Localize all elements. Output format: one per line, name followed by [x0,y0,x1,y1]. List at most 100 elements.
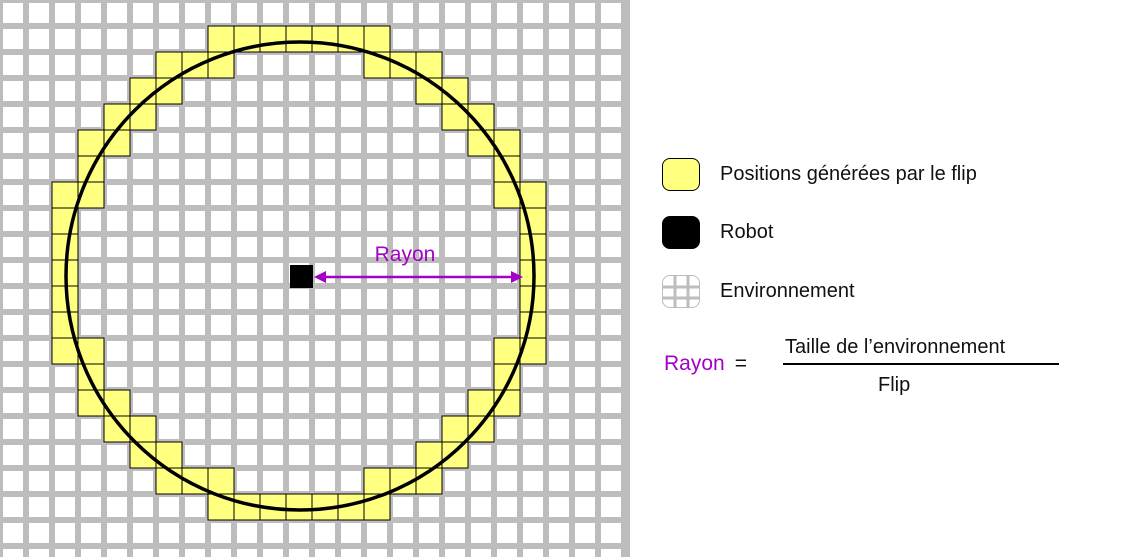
grid-cell [393,497,413,517]
robot-square-icon [662,216,700,249]
grid-cell [601,55,621,75]
grid-cell [29,81,49,101]
grid-cell [81,211,101,231]
grid-cell [159,159,179,179]
grid-cell [393,81,413,101]
grid-cell [367,263,387,283]
grid-cell [81,81,101,101]
robot [290,265,313,288]
grid-cell [523,523,543,543]
grid-cell [185,393,205,413]
grid-cell [55,81,75,101]
grid-cell [185,133,205,153]
grid-cell [419,237,439,257]
grid-cell [81,523,101,543]
grid-cell [445,523,465,543]
grid-cell [107,445,127,465]
grid-cell [55,159,75,179]
grid-cell [445,393,465,413]
grid-cell [315,211,335,231]
grid-cell [81,289,101,309]
grid-cell [575,289,595,309]
grid-cell [367,211,387,231]
grid-cell [289,445,309,465]
grid-cell [289,107,309,127]
grid-cell [393,29,413,49]
grid-cell [29,445,49,465]
grid-cell [185,29,205,49]
grid-cell [575,185,595,205]
grid-cell [445,315,465,335]
grid-cell [211,289,231,309]
flip-position-cell [441,441,469,469]
grid-cell [133,29,153,49]
grid-cell [211,211,231,231]
grid-cell [575,549,595,557]
grid-cell [185,3,205,23]
grid-cell [393,263,413,283]
grid-cell [601,497,621,517]
formula-denominator: Flip [878,374,911,396]
grid-cell [575,471,595,491]
grid-cell [81,3,101,23]
grid-cell [185,341,205,361]
grid-cell [341,341,361,361]
legend-label: Environnement [720,280,855,302]
grid-cell [393,133,413,153]
grid-cell [133,289,153,309]
grid-cell [3,419,23,439]
grid-cell [393,315,413,335]
formula-rayon: Rayon [664,352,725,375]
grid-cell [3,315,23,335]
grid-cell [237,211,257,231]
grid-cell [367,341,387,361]
grid-cell [29,419,49,439]
grid-cell [263,107,283,127]
grid-cell [81,315,101,335]
grid-cell [237,549,257,557]
grid-cell [445,341,465,361]
grid-cell [289,471,309,491]
grid-cell [367,289,387,309]
grid-cell [419,393,439,413]
grid-cell [315,55,335,75]
grid-cell [159,289,179,309]
formula-numerator: Taille de l’environnement [785,336,1006,358]
grid-cell [393,419,413,439]
grid-cell [341,133,361,153]
grid-cell [601,29,621,49]
grid-cell [185,549,205,557]
grid-cell [367,185,387,205]
grid-cell [185,263,205,283]
grid-cell [29,159,49,179]
grid-cell [601,549,621,557]
flip-position-cell [129,441,157,469]
grid-cell [237,107,257,127]
grid-cell [55,523,75,543]
grid-cell [159,393,179,413]
grid-cell [497,445,517,465]
grid-cell [523,159,543,179]
grid-cell [523,419,543,439]
grid-cell [471,497,491,517]
grid-cell [107,341,127,361]
grid-cell [289,159,309,179]
grid-cell [471,367,491,387]
flip-position-cell [493,337,521,365]
grid-cell [419,367,439,387]
flip-position-cell [103,103,131,131]
flip-position-cell [207,467,235,495]
grid-cell [575,497,595,517]
grid-cell [29,107,49,127]
grid-cell [55,497,75,517]
grid-cell [549,419,569,439]
grid-cell [497,211,517,231]
grid-cell [3,549,23,557]
grid-cell [523,367,543,387]
grid-cell [341,263,361,283]
grid-cell [601,159,621,179]
grid-cell [3,367,23,387]
grid-cell [237,393,257,413]
grid-cell [341,289,361,309]
grid-cell [367,367,387,387]
